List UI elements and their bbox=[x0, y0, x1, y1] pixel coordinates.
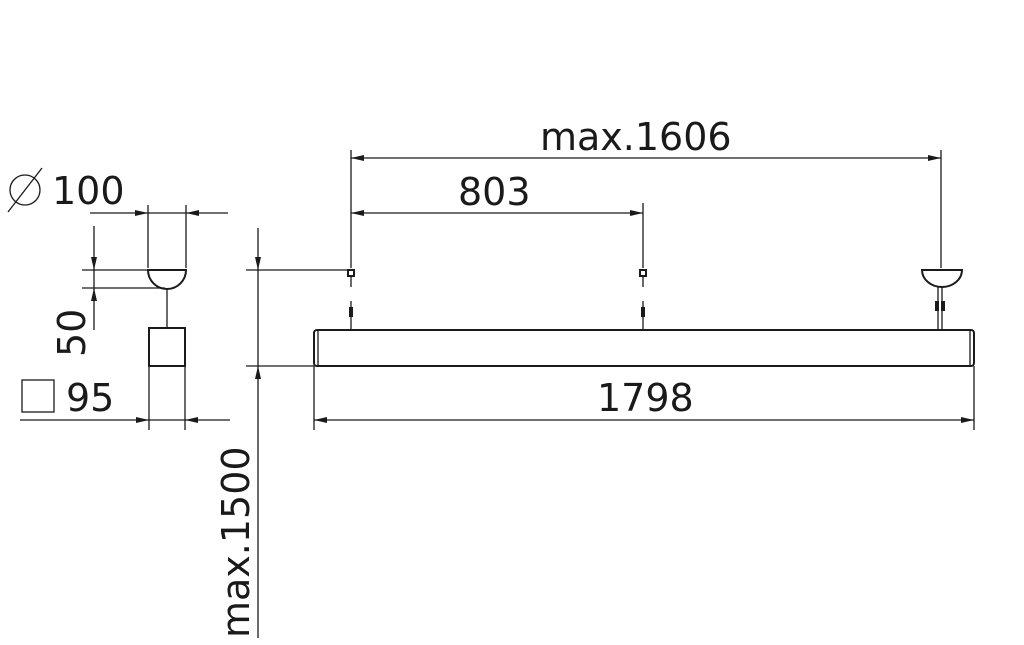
diameter-symbol-icon bbox=[7, 167, 43, 213]
side-view: 100 50 95 bbox=[7, 167, 230, 430]
height-value: 50 bbox=[50, 309, 94, 357]
drop-value: max.1500 bbox=[214, 446, 258, 638]
square-symbol-icon bbox=[21, 379, 55, 413]
drop-dimension: max.1500 bbox=[214, 228, 352, 638]
cable-left bbox=[349, 276, 353, 330]
cable-right bbox=[935, 287, 945, 330]
length-value: 1798 bbox=[597, 376, 694, 420]
square-value: 95 bbox=[66, 376, 114, 420]
profile-section bbox=[148, 327, 186, 367]
front-view: max.1606 803 bbox=[313, 115, 975, 430]
canopy-front bbox=[920, 269, 964, 289]
canopy-side bbox=[146, 269, 188, 291]
anchor-left bbox=[347, 269, 355, 277]
span-half-value: 803 bbox=[458, 170, 531, 214]
diameter-value: 100 bbox=[52, 169, 125, 213]
span-max-value: max.1606 bbox=[540, 115, 732, 159]
anchor-middle bbox=[639, 269, 647, 277]
luminaire-body bbox=[313, 329, 975, 367]
cable-middle bbox=[641, 276, 645, 330]
